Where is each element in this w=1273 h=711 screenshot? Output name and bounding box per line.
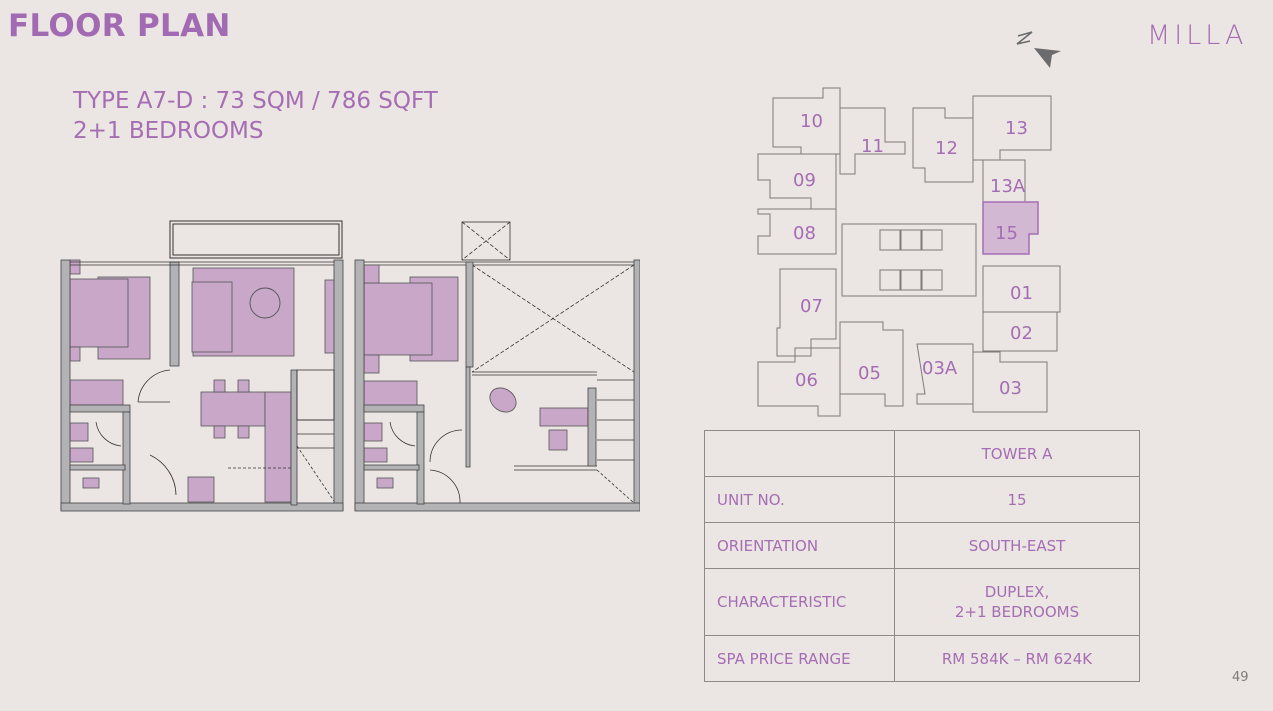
unit-type-bedrooms: 2+1 BEDROOMS [73, 118, 264, 144]
price-label: SPA PRICE RANGE [704, 635, 895, 682]
svg-text:03: 03 [999, 378, 1022, 399]
svg-text:11: 11 [861, 136, 884, 157]
table-row: UNIT NO. 15 [704, 476, 1140, 523]
table-row: CHARACTERISTIC DUPLEX, 2+1 BEDROOMS [704, 568, 1140, 636]
svg-text:15: 15 [995, 223, 1018, 244]
unit-no-value: 15 [894, 476, 1140, 523]
page-title: FLOOR PLAN [8, 8, 231, 44]
floor-plan-upper [352, 220, 640, 512]
unit-type-size: TYPE A7-D : 73 SQM / 786 SQFT [73, 88, 438, 114]
orientation-value: SOUTH-EAST [894, 522, 1140, 569]
price-value: RM 584K – RM 624K [894, 635, 1140, 682]
characteristic-label: CHARACTERISTIC [704, 568, 895, 636]
table-header-row: TOWER A [704, 430, 1140, 477]
svg-text:06: 06 [795, 370, 818, 391]
svg-text:12: 12 [935, 138, 958, 159]
svg-text:01: 01 [1010, 283, 1033, 304]
svg-text:08: 08 [793, 223, 816, 244]
unit-labels: 10 11 12 13 09 13A 08 15 01 07 02 06 05 … [793, 111, 1033, 399]
characteristic-value: DUPLEX, 2+1 BEDROOMS [894, 568, 1140, 636]
orientation-label: ORIENTATION [704, 522, 895, 569]
tower-name: TOWER A [894, 430, 1140, 477]
svg-text:10: 10 [800, 111, 823, 132]
table-row: ORIENTATION SOUTH-EAST [704, 522, 1140, 569]
brand-logo: MILLA [1147, 20, 1248, 51]
svg-text:03A: 03A [922, 358, 958, 379]
unit-no-label: UNIT NO. [704, 476, 895, 523]
svg-text:02: 02 [1010, 323, 1033, 344]
characteristic-line2: 2+1 BEDROOMS [954, 603, 1080, 621]
svg-text:05: 05 [858, 363, 881, 384]
unit-spec-table: TOWER A UNIT NO. 15 ORIENTATION SOUTH-EA… [704, 430, 1140, 682]
page-number: 49 [1232, 670, 1249, 685]
key-plan: 10 11 12 13 09 13A 08 15 01 07 02 06 05 … [755, 84, 1065, 423]
table-row: SPA PRICE RANGE RM 584K – RM 624K [704, 635, 1140, 682]
characteristic-line1: DUPLEX, [984, 583, 1050, 601]
svg-text:07: 07 [800, 296, 823, 317]
svg-text:13: 13 [1005, 118, 1028, 139]
svg-text:13A: 13A [990, 176, 1026, 197]
north-arrow-icon [1012, 30, 1064, 76]
svg-text:09: 09 [793, 170, 816, 191]
header-label-cell [704, 430, 895, 477]
unit-type-heading: TYPE A7-D : 73 SQM / 786 SQFT 2+1 BEDROO… [73, 86, 438, 146]
floor-plan-lower [58, 220, 346, 512]
